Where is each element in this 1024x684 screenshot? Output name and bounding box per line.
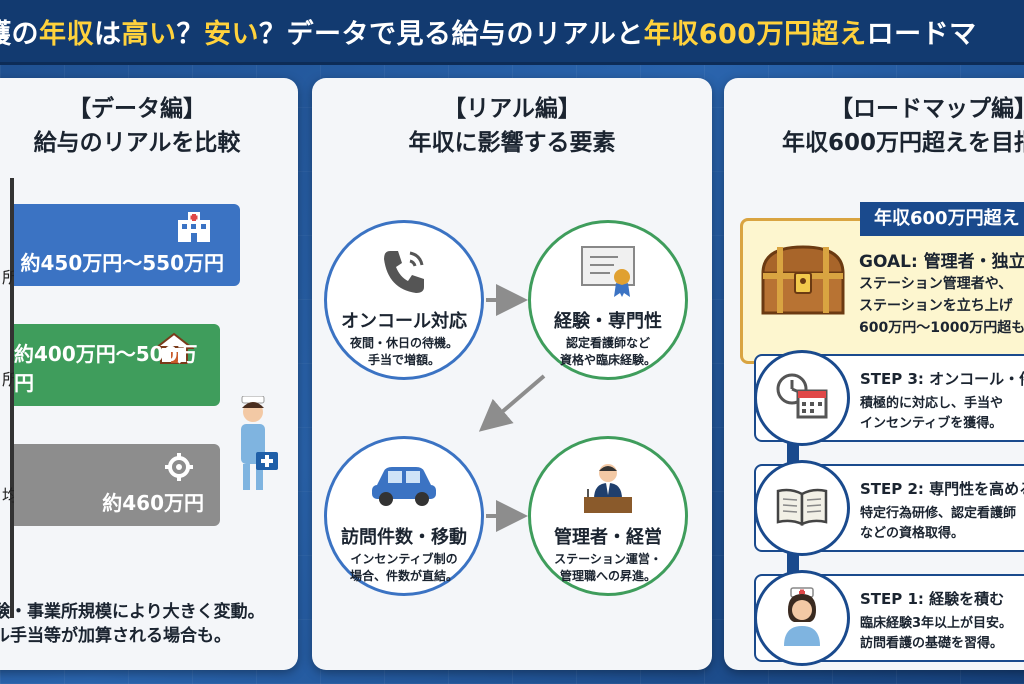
car-icon xyxy=(368,459,440,513)
certificate-icon xyxy=(578,243,638,303)
step-2-card: STEP 2: 専門性を高める 特定行為研修、認定看護師 などの資格取得。 xyxy=(754,460,1024,556)
house-icon xyxy=(153,332,195,369)
factor-management-title: 管理者・経営 xyxy=(554,527,662,548)
step-3-desc: 積極的に対応し、手当や インセンティブを獲得。 xyxy=(860,394,1003,434)
factor-on-call-desc-2: 手当で増額。 xyxy=(367,353,440,367)
nurse-illustration xyxy=(228,395,282,500)
treasure-chest-icon xyxy=(757,239,849,323)
title-part-2: は xyxy=(94,18,122,50)
salary-bar-home-visit: 約400万円〜500万円 xyxy=(14,324,220,406)
factor-experience-desc-2: 資格や臨床経験。 xyxy=(559,353,656,367)
factor-visits-desc-2: 場合、件数が直結。 xyxy=(349,569,458,583)
data-panel: 【データ編】 給与のリアルを比較 所 所 均 約450万円〜550万円 約400… xyxy=(0,78,298,670)
step-2-desc-1: 特定行為研修、認定看護師 xyxy=(860,506,1017,521)
step-1-icon-circle xyxy=(754,570,850,666)
title-part-3: ？ xyxy=(176,18,204,50)
roadmap-panel-heading: 【ロードマップ編】 年収600万円超えを目指 xyxy=(724,92,1024,160)
gear-icon xyxy=(164,452,194,487)
factors-panel-heading: 【リアル編】 年収に影響する要素 xyxy=(312,92,712,160)
note-line-2: ール手当等が加算される場合も。 xyxy=(0,626,231,646)
factor-on-call-title: オンコール対応 xyxy=(341,311,467,332)
goal-banner: 年収600万円超え xyxy=(860,202,1024,236)
book-icon xyxy=(775,486,829,530)
title-highlight-low: 安い xyxy=(204,18,259,50)
step-1-desc-2: 訪問看護の基礎を習得。 xyxy=(860,636,1004,651)
factors-panel-title: 年収に影響する要素 xyxy=(408,130,616,156)
salary-value-hospital: 約450万円〜550万円 xyxy=(20,251,225,275)
factor-visits-title: 訪問件数・移動 xyxy=(341,527,467,548)
roadmap-panel: 【ロードマップ編】 年収600万円超えを目指 年収600万円超え GOAL: 管… xyxy=(724,78,1024,670)
roadmap-panel-title: 年収600万円超えを目指 xyxy=(782,130,1024,156)
data-panel-tag: 【データ編】 xyxy=(68,96,206,122)
factor-management-desc-2: 管理職への昇進。 xyxy=(559,569,656,583)
header-bar: 護の年収は高い？安い？データで見る給与のリアルと年収600万円超えロードマ xyxy=(0,0,1024,65)
step-1-card: STEP 1: 経験を積む 臨床経験3年以上が目安。 訪問看護の基礎を習得。 xyxy=(754,570,1024,666)
title-highlight-600: 年収600万円超え xyxy=(643,18,867,50)
title-highlight-income: 年収 xyxy=(39,18,94,50)
axis-line xyxy=(10,178,14,618)
step-1-title: STEP 1: 経験を積む xyxy=(860,590,1005,608)
factor-visits: 訪問件数・移動 インセンティブ制の 場合、件数が直結。 xyxy=(324,436,484,596)
factor-management: 管理者・経営 ステーション運営・ 管理職への昇進。 xyxy=(528,436,688,596)
step-2-icon-circle xyxy=(754,460,850,556)
step-2-title: STEP 2: 専門性を高める xyxy=(860,480,1024,498)
factor-experience-title: 経験・専門性 xyxy=(554,311,662,332)
factor-on-call: オンコール対応 夜間・休日の待機。 手当で増額。 xyxy=(324,220,484,380)
step-3-card: STEP 3: オンコール・件数 積極的に対応し、手当や インセンティブを獲得。 xyxy=(754,350,1024,446)
note-line-1: 経験・事業所規模により大きく変動。 xyxy=(0,602,265,622)
data-panel-heading: 【データ編】 給与のリアルを比較 xyxy=(0,92,298,160)
goal-desc-3: 600万円〜1000万円超も xyxy=(859,320,1024,336)
factor-experience-desc-1: 認定看護師など xyxy=(565,336,650,350)
roadmap-panel-tag: 【ロードマップ編】 xyxy=(830,96,1024,122)
salary-value-average: 約460万円 xyxy=(102,491,204,515)
salary-bar-hospital: 約450万円〜550万円 xyxy=(14,204,240,286)
flow-arrows xyxy=(478,284,546,532)
factor-management-desc-1: ステーション運営・ xyxy=(554,552,662,566)
step-2-desc-2: などの資格取得。 xyxy=(860,526,965,541)
step-3-icon-circle xyxy=(754,350,850,446)
nurse-icon xyxy=(776,586,828,650)
factor-experience-desc: 認定看護師など 資格や臨床経験。 xyxy=(531,335,685,369)
data-panel-title: 給与のリアルを比較 xyxy=(33,130,241,156)
manager-icon xyxy=(578,459,638,519)
goal-title: GOAL: 管理者・独立 xyxy=(859,252,1024,272)
title-part-5: ロードマ xyxy=(866,18,977,50)
step-1-desc-1: 臨床経験3年以上が目安。 xyxy=(860,616,1013,631)
factor-on-call-desc-1: 夜間・休日の待機。 xyxy=(349,336,458,350)
step-3-desc-2: インセンティブを獲得。 xyxy=(860,416,1003,431)
goal-description: ステーション管理者や、 ステーションを立ち上げ 600万円〜1000万円超も xyxy=(859,273,1024,339)
factor-management-desc: ステーション運営・ 管理職への昇進。 xyxy=(531,551,685,585)
step-2-desc: 特定行為研修、認定看護師 などの資格取得。 xyxy=(860,504,1016,544)
goal-box: GOAL: 管理者・独立 ステーション管理者や、 ステーションを立ち上げ 600… xyxy=(740,218,1024,364)
title-part-4: ？データで見る給与のリアルと xyxy=(259,18,644,50)
factors-panel: 【リアル編】 年収に影響する要素 オンコール対応 夜間・休日の待機。 手当で増額… xyxy=(312,78,712,670)
salary-bar-average: 約460万円 xyxy=(14,444,220,526)
title-highlight-high: 高い xyxy=(121,18,177,50)
salary-value-home-visit: 約400万円〜500万円 xyxy=(14,342,198,395)
factor-on-call-desc: 夜間・休日の待機。 手当で増額。 xyxy=(327,335,481,369)
factor-experience: 経験・専門性 認定看護師など 資格や臨床経験。 xyxy=(528,220,688,380)
step-1-desc: 臨床経験3年以上が目安。 訪問看護の基礎を習得。 xyxy=(860,614,1012,654)
calendar-clock-icon xyxy=(774,371,830,425)
factor-visits-desc-1: インセンティブ制の xyxy=(350,552,458,566)
goal-desc-2: ステーションを立ち上げ xyxy=(859,298,1013,314)
title-part-1: 護の xyxy=(0,18,39,50)
step-3-title: STEP 3: オンコール・件数 xyxy=(860,370,1024,388)
step-3-desc-1: 積極的に対応し、手当や xyxy=(860,396,1004,411)
phone-icon xyxy=(376,243,432,303)
factor-visits-desc: インセンティブ制の 場合、件数が直結。 xyxy=(327,551,481,585)
goal-desc-1: ステーション管理者や、 xyxy=(859,276,1013,292)
data-panel-note: 経験・事業所規模により大きく変動。 ール手当等が加算される場合も。 xyxy=(0,600,296,648)
hospital-icon xyxy=(174,212,214,247)
page-title: 護の年収は高い？安い？データで見る給与のリアルと年収600万円超えロードマ xyxy=(0,12,977,51)
factors-panel-tag: 【リアル編】 xyxy=(443,96,581,122)
